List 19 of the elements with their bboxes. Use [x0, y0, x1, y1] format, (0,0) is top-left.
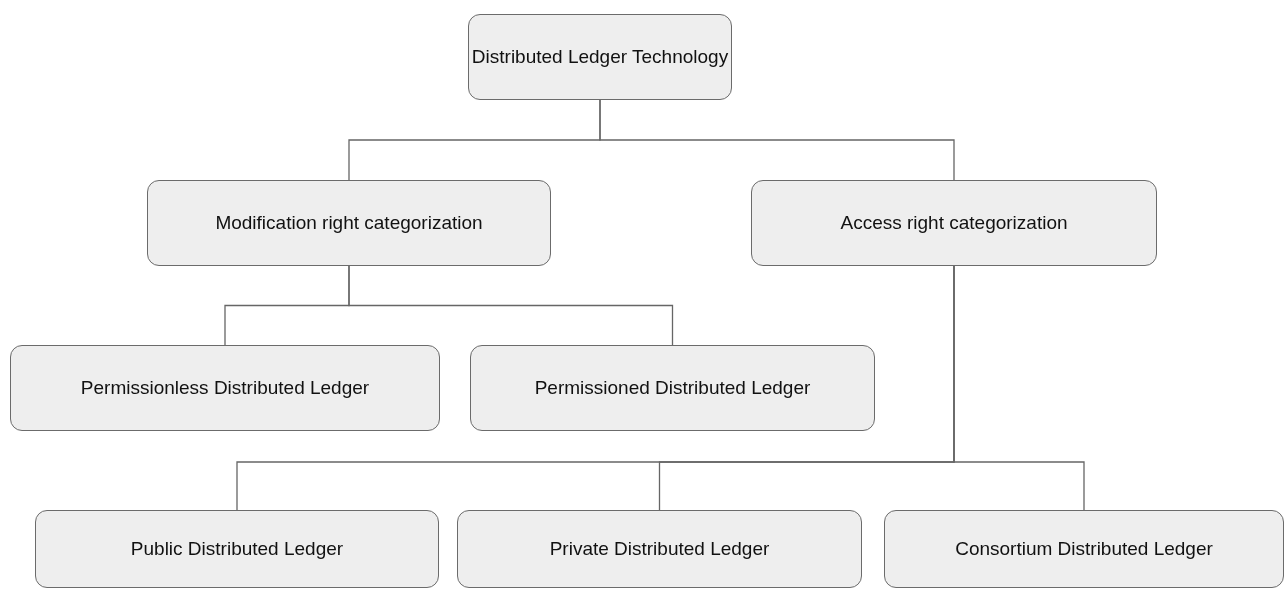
node-label: Permissioned Distributed Ledger: [534, 377, 811, 399]
category-box: [10, 345, 440, 431]
node-label: Access right categorization: [840, 212, 1068, 234]
category-box: [470, 345, 875, 431]
connector-line: [953, 265, 1085, 511]
node-label: Private Distributed Ledger: [549, 538, 770, 560]
category-box: [147, 180, 551, 266]
node-label: Modification right categorization: [215, 212, 483, 234]
category-box: [457, 510, 862, 588]
node-label: Public Distributed Ledger: [130, 538, 344, 560]
category-box: [884, 510, 1284, 588]
category-box: [35, 510, 439, 588]
node-label: Distributed Ledger Technology: [471, 46, 729, 68]
node-label: Permissionless Distributed Ledger: [80, 377, 370, 399]
node-label: Consortium Distributed Ledger: [955, 538, 1213, 560]
connector-line: [348, 265, 674, 346]
category-box: [751, 180, 1157, 266]
category-box: [468, 14, 732, 100]
connector-line: [599, 99, 955, 181]
